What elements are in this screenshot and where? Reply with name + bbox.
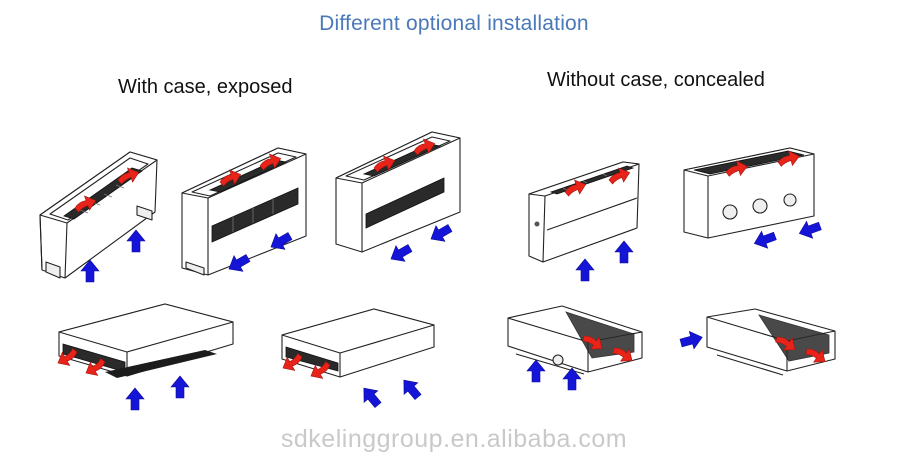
- blue-intake-arrow: [795, 217, 824, 243]
- unit-cased-floor-bottom-inlet: [39, 151, 158, 283]
- blue-intake-arrow: [356, 382, 386, 412]
- blue-intake-arrow: [396, 374, 426, 404]
- unit-concealed-ceiling-rear-inlet: [678, 308, 836, 376]
- page-title: Different optional installation: [319, 12, 589, 35]
- blue-intake-arrow: [562, 367, 582, 391]
- blue-intake-arrow: [170, 375, 190, 399]
- blue-intake-arrow: [386, 239, 415, 268]
- unit-concealed-vertical-rear-inlet: [683, 147, 824, 253]
- blue-intake-arrow: [678, 328, 705, 352]
- unit-cased-floor-front-grille-inlet: [335, 131, 461, 268]
- blue-intake-arrow: [614, 240, 634, 264]
- blue-intake-arrow: [575, 258, 595, 282]
- blue-intake-arrow: [750, 227, 779, 253]
- blue-intake-arrow: [126, 229, 146, 253]
- unit-concealed-ceiling-bottom-inlet: [507, 305, 643, 391]
- unit-cased-ceiling-bottom-grille-inlet: [54, 303, 234, 411]
- unit-cased-floor-front-inlet: [181, 147, 307, 278]
- blue-intake-arrow: [125, 387, 145, 411]
- unit-cased-ceiling-bottom-inlet: [279, 308, 435, 412]
- watermark: sdkelinggroup.en.alibaba.com: [280, 425, 628, 453]
- section-label-with-case: With case, exposed: [118, 76, 293, 98]
- section-label-without-case: Without case, concealed: [547, 69, 765, 91]
- unit-concealed-vertical-top-outlet: [528, 161, 640, 282]
- blue-intake-arrow: [526, 359, 546, 383]
